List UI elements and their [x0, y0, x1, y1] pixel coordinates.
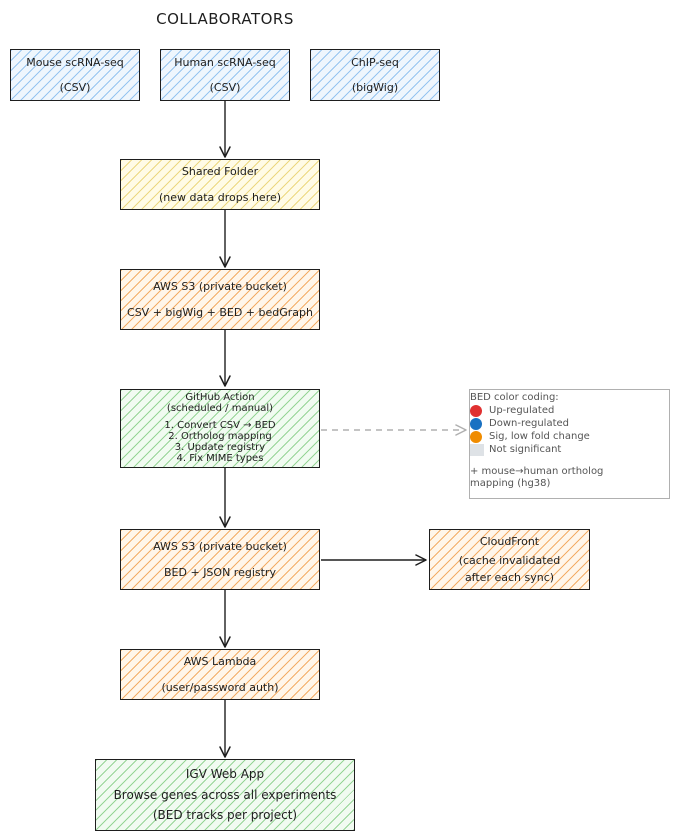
node-sublabel: after each sync)	[464, 570, 555, 584]
node-label: CloudFront	[479, 535, 540, 549]
step-item: 4. Fix MIME types	[176, 453, 264, 464]
step-item: 3. Update registry	[174, 442, 266, 453]
step-item: 2. Ortholog mapping	[168, 431, 272, 442]
blue-circle-icon	[470, 418, 482, 430]
node-sublabel: BED + JSON registry	[164, 565, 276, 579]
node-human-scrnaseq: Human scRNA-seq (CSV)	[160, 49, 290, 101]
node-shared-folder: Shared Folder (new data drops here)	[120, 159, 320, 210]
legend-item-down: Down-regulated	[470, 418, 669, 431]
node-label: Shared Folder	[181, 165, 259, 179]
node-label: IGV Web App	[185, 767, 265, 782]
legend-item-up: Up-regulated	[470, 405, 669, 418]
node-sublabel: (CSV)	[59, 81, 91, 94]
bed-color-legend: BED color coding: Up-regulated Down-regu…	[469, 389, 670, 499]
node-label: ChIP-seq	[351, 55, 399, 69]
step-item: 1. Convert CSV → BED	[164, 420, 276, 431]
node-label: Human scRNA-seq	[174, 55, 276, 69]
node-cloudfront: CloudFront (cache invalidated after each…	[429, 529, 590, 590]
node-sublabel: (cache invalidated	[458, 554, 561, 568]
node-sublabel: (bigWig)	[351, 81, 399, 94]
node-label: AWS S3 (private bucket)	[153, 540, 287, 554]
node-sublabel: (CSV)	[209, 81, 241, 94]
legend-label: Up-regulated	[489, 404, 555, 416]
node-label: AWS S3 (private bucket)	[153, 280, 287, 294]
legend-label: Not significant	[489, 443, 562, 455]
page-title: COLLABORATORS	[156, 10, 294, 28]
node-s3-bed-registry: AWS S3 (private bucket) BED + JSON regis…	[120, 529, 320, 590]
node-chipseq: ChIP-seq (bigWig)	[310, 49, 440, 101]
node-sublabel: (BED tracks per project)	[152, 808, 298, 823]
node-sublabel: Browse genes across all experiments	[113, 787, 337, 802]
legend-item-not-sig: Not significant	[470, 444, 669, 457]
node-sublabel: (scheduled / manual)	[166, 403, 274, 414]
node-label: GitHub Action	[185, 392, 255, 403]
grey-square-icon	[470, 444, 484, 456]
node-label: AWS Lambda	[183, 655, 257, 669]
node-label: Mouse scRNA-seq	[26, 55, 124, 69]
legend-note: + mouse→human ortholog mapping (hg38)	[470, 465, 604, 490]
legend-item-sig-low: Sig, low fold change	[470, 431, 669, 444]
node-mouse-scrnaseq: Mouse scRNA-seq (CSV)	[10, 49, 140, 101]
node-sublabel: (new data drops here)	[158, 190, 282, 204]
node-s3-raw: AWS S3 (private bucket) CSV + bigWig + B…	[120, 269, 320, 330]
node-github-action: GitHub Action (scheduled / manual) 1. Co…	[120, 389, 320, 468]
node-igv-web-app: IGV Web App Browse genes across all expe…	[95, 759, 355, 831]
legend-heading: BED color coding:	[470, 392, 559, 403]
orange-circle-icon	[470, 431, 482, 443]
legend-label: Down-regulated	[489, 417, 569, 429]
legend-label: Sig, low fold change	[489, 430, 590, 442]
red-circle-icon	[470, 405, 482, 417]
node-aws-lambda: AWS Lambda (user/password auth)	[120, 649, 320, 700]
node-sublabel: (user/password auth)	[161, 680, 279, 694]
node-sublabel: CSV + bigWig + BED + bedGraph	[127, 305, 313, 319]
step-list: 1. Convert CSV → BED 2. Ortholog mapping…	[164, 420, 275, 464]
